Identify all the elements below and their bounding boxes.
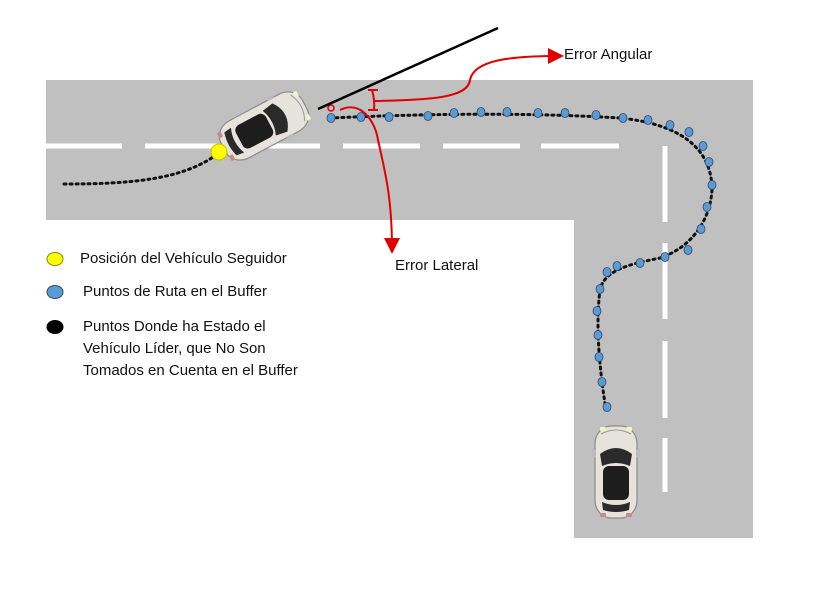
- heading-line: [317, 26, 499, 111]
- legend-follower-position: Posición del Vehículo Seguidor: [80, 250, 287, 267]
- waypoint: [696, 224, 706, 234]
- follower-position-dot: [210, 143, 228, 161]
- legend-buffer-waypoints: Puntos de Ruta en el Buffer: [83, 283, 268, 300]
- waypoint: [635, 258, 645, 268]
- waypoint: [502, 107, 512, 117]
- angular-error-label: Error Angular: [564, 46, 653, 63]
- road: [46, 80, 753, 538]
- waypoint: [602, 402, 612, 412]
- waypoint: [665, 120, 675, 130]
- waypoint: [326, 113, 336, 123]
- waypoint: [423, 111, 433, 121]
- lane-markings: [46, 143, 668, 492]
- waypoint: [449, 108, 459, 118]
- waypoint: [704, 157, 714, 167]
- waypoint: [683, 245, 693, 255]
- legend-black-circle-icon: [46, 320, 64, 334]
- waypoint: [702, 202, 712, 212]
- waypoint: [560, 108, 570, 118]
- legend-blue-circle-icon: [46, 285, 64, 299]
- waypoint: [595, 284, 605, 294]
- waypoint: [356, 112, 366, 122]
- waypoint: [594, 352, 604, 362]
- waypoint: [684, 127, 694, 137]
- legend-leader-history: Puntos Donde ha Estado el Vehículo Líder…: [83, 318, 298, 379]
- lateral-error-label: Error Lateral: [395, 257, 479, 274]
- waypoint: [602, 267, 612, 277]
- waypoint: [593, 330, 603, 340]
- buffer-waypoints: [326, 107, 717, 412]
- target-point: [327, 104, 335, 112]
- waypoint: [533, 108, 543, 118]
- waypoint: [618, 113, 628, 123]
- waypoint: [660, 252, 670, 262]
- waypoint: [612, 261, 622, 271]
- waypoint: [476, 107, 486, 117]
- waypoint: [707, 180, 717, 190]
- waypoint: [643, 115, 653, 125]
- leader-car-icon: [591, 425, 641, 519]
- road-surface: [46, 80, 753, 538]
- waypoint: [592, 306, 602, 316]
- waypoint: [591, 110, 601, 120]
- legend-yellow-circle-icon: [46, 252, 64, 266]
- waypoint: [384, 112, 394, 122]
- waypoint: [597, 377, 607, 387]
- waypoint: [698, 141, 708, 151]
- angular-error-arrow: [373, 48, 564, 102]
- lateral-error-arrow: [339, 106, 400, 254]
